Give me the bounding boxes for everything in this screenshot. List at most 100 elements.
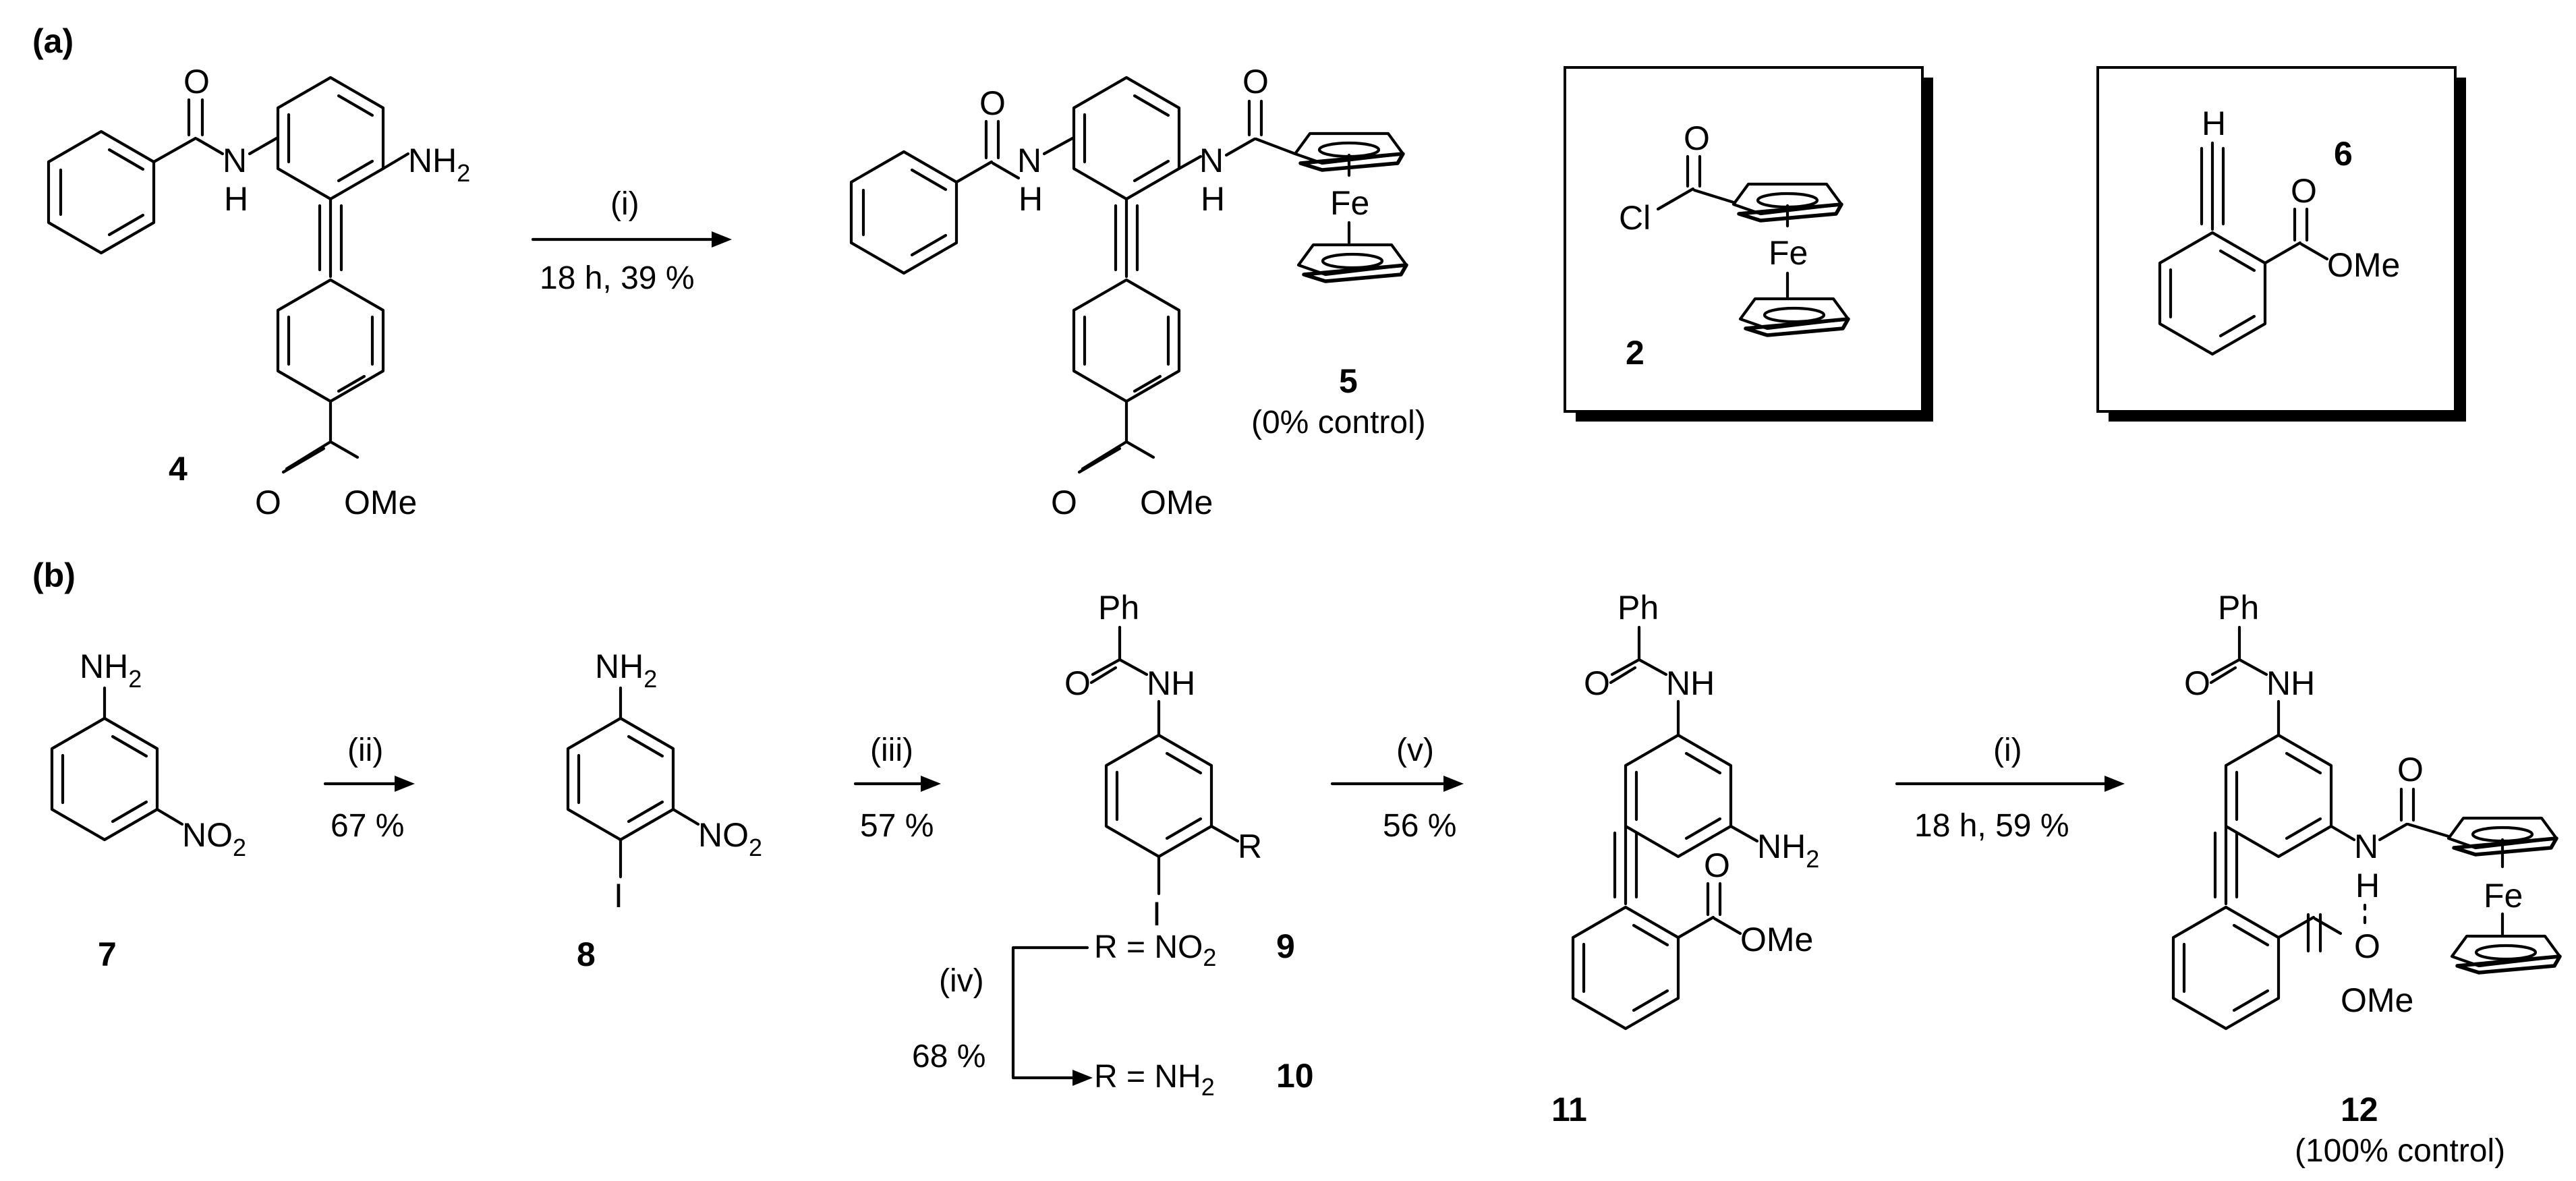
benzoate-ring	[2171, 905, 2281, 1031]
r-equals-nh2: R = NH2	[1094, 1059, 1215, 1101]
carbonyl-oxygen: O	[183, 63, 210, 100]
benzoate-ring	[2158, 231, 2267, 356]
reaction-arrow-iv: (iv) 68 %	[912, 946, 1093, 1086]
compound-12: Ph O NH N H O Fe O OMe 12 (100% control)	[2171, 589, 2560, 1169]
condition-ii-yield: 67 %	[331, 808, 404, 844]
condition-i-label-b: (i)	[1993, 732, 2022, 768]
compound-12-note: (100% control)	[2295, 1133, 2505, 1169]
compound-7: NH2 NO2 7	[50, 647, 246, 973]
carbonyl-oxygen: O	[1584, 664, 1610, 702]
benzoate-ring	[1072, 278, 1181, 403]
compound-6-box: H O OMe 6	[2096, 66, 2466, 422]
reaction-arrow-ii: (ii) 67 %	[323, 732, 415, 844]
reaction-arrow-v: (v) 56 %	[1330, 732, 1464, 844]
reaction-arrow-iii: (iii) 57 %	[853, 732, 941, 844]
iodine-atom: I	[1152, 895, 1162, 933]
reaction-arrow-i-b: (i) 18 h, 59 %	[1895, 732, 2125, 844]
compound-11: Ph O NH NH2 O OMe 11	[1551, 589, 1819, 1128]
condition-v-label: (v)	[1396, 732, 1434, 768]
compound-5-label: 5	[1339, 362, 1358, 400]
iodine-atom: I	[614, 877, 623, 915]
amine-group: NH2	[595, 647, 657, 693]
amide-nh: NH	[2266, 664, 2315, 702]
carbonyl-oxygen: O	[1064, 664, 1091, 702]
ester-oxygen: O	[255, 484, 281, 521]
amine-group: NH2	[1757, 828, 1819, 873]
amide-nitrogen: N	[1017, 142, 1041, 179]
carbonyl-oxygen: O	[1684, 119, 1710, 157]
chlorine-atom: Cl	[1619, 199, 1651, 237]
r-equals-no2: R = NO2	[1094, 929, 1216, 971]
carbonyl-oxygen-2: O	[2397, 751, 2424, 788]
condition-iii-yield: 57 %	[860, 808, 934, 844]
amide-nh: NH	[1666, 664, 1715, 702]
amide-nh: NH	[1147, 664, 1195, 702]
ester-oxygen: O	[2354, 927, 2380, 965]
benzene-ring	[566, 716, 675, 842]
compound-9-label: 9	[1276, 927, 1295, 965]
panel-b-label: (b)	[32, 556, 76, 594]
condition-iv-yield: 68 %	[912, 1039, 985, 1074]
condition-i-b-text: 18 h, 59 %	[1914, 808, 2069, 844]
amide-nitrogen-2: N	[1199, 142, 1224, 179]
condition-ii-label: (ii)	[347, 732, 383, 768]
panel-a-label: (a)	[32, 22, 74, 60]
ester-oxygen: O	[1051, 484, 1077, 521]
amide-hydrogen: H	[1019, 180, 1043, 218]
condition-iv-label: (iv)	[939, 963, 984, 999]
amine-group: NH2	[80, 647, 142, 693]
compound-12-label: 12	[2341, 1091, 2378, 1128]
amide-hydrogen-2: H	[1201, 180, 1225, 218]
ferrocene: Fe	[1734, 184, 1848, 335]
ester-oxygen: O	[1704, 846, 1730, 884]
benzene-ring	[50, 716, 159, 842]
carbonyl-oxygen: O	[979, 84, 1006, 122]
ferrocene: Fe	[1295, 134, 1406, 281]
ferrocene: Fe	[2449, 818, 2560, 973]
alkyne-hydrogen: H	[2202, 105, 2226, 142]
compound-7-label: 7	[98, 935, 117, 973]
compound-10-label: 10	[1276, 1057, 1314, 1095]
phenyl-group: Ph	[2218, 589, 2259, 627]
benzene-ring	[1624, 733, 1733, 859]
carbonyl-oxygen-2: O	[1242, 63, 1269, 100]
methoxy-group: OMe	[1740, 921, 1813, 958]
amide-nitrogen: N	[2354, 828, 2378, 865]
compound-8: NH2 NO2 I 8	[566, 647, 762, 973]
phenyl-group: Ph	[1618, 589, 1659, 627]
iron-atom: Fe	[2484, 877, 2523, 915]
condition-iii-label: (iii)	[870, 732, 913, 768]
benzoate-ring	[1571, 905, 1680, 1031]
compound-2-box: Cl O Fe 2	[1564, 66, 1933, 422]
reaction-arrow-i-a: (i) 18 h, 39 %	[531, 186, 732, 296]
compound-5: O N H N H O Fe O OMe 5 (0% control)	[849, 63, 1426, 521]
iron-atom: Fe	[1330, 184, 1369, 222]
methoxy-group: OMe	[1140, 484, 1213, 521]
compound-2-label: 2	[1626, 334, 1644, 372]
amine-group: NH2	[408, 142, 470, 187]
amide-hydrogen: H	[224, 180, 248, 218]
compound-11-label: 11	[1551, 1091, 1587, 1128]
nitro-group: NO2	[698, 816, 762, 861]
benzene-ring	[47, 129, 156, 255]
methoxy-group: OMe	[2341, 981, 2413, 1019]
benzene-ring	[849, 150, 958, 275]
nitro-group: NO2	[182, 816, 246, 861]
methoxy-group: OMe	[2327, 246, 2400, 284]
benzene-ring	[2224, 733, 2333, 859]
carbonyl-oxygen: O	[2184, 664, 2210, 702]
compound-8-label: 8	[577, 935, 596, 973]
compound-6-label: 6	[2334, 135, 2353, 173]
benzene-ring	[1104, 733, 1213, 859]
phenyl-group: Ph	[1098, 589, 1139, 627]
compound-9-10: Ph O NH R I R = NO2 9 R = NH2 10 (iv) 68…	[912, 589, 1314, 1101]
benzoate-ring	[276, 278, 385, 403]
condition-i-a-text: 18 h, 39 %	[540, 260, 695, 296]
amide-hydrogen: H	[2355, 867, 2380, 904]
iron-atom: Fe	[1769, 234, 1808, 272]
aniline-ring	[276, 76, 385, 201]
r-group: R	[1238, 828, 1262, 865]
methoxy-group: OMe	[344, 484, 417, 521]
compound-4-label: 4	[169, 450, 188, 488]
